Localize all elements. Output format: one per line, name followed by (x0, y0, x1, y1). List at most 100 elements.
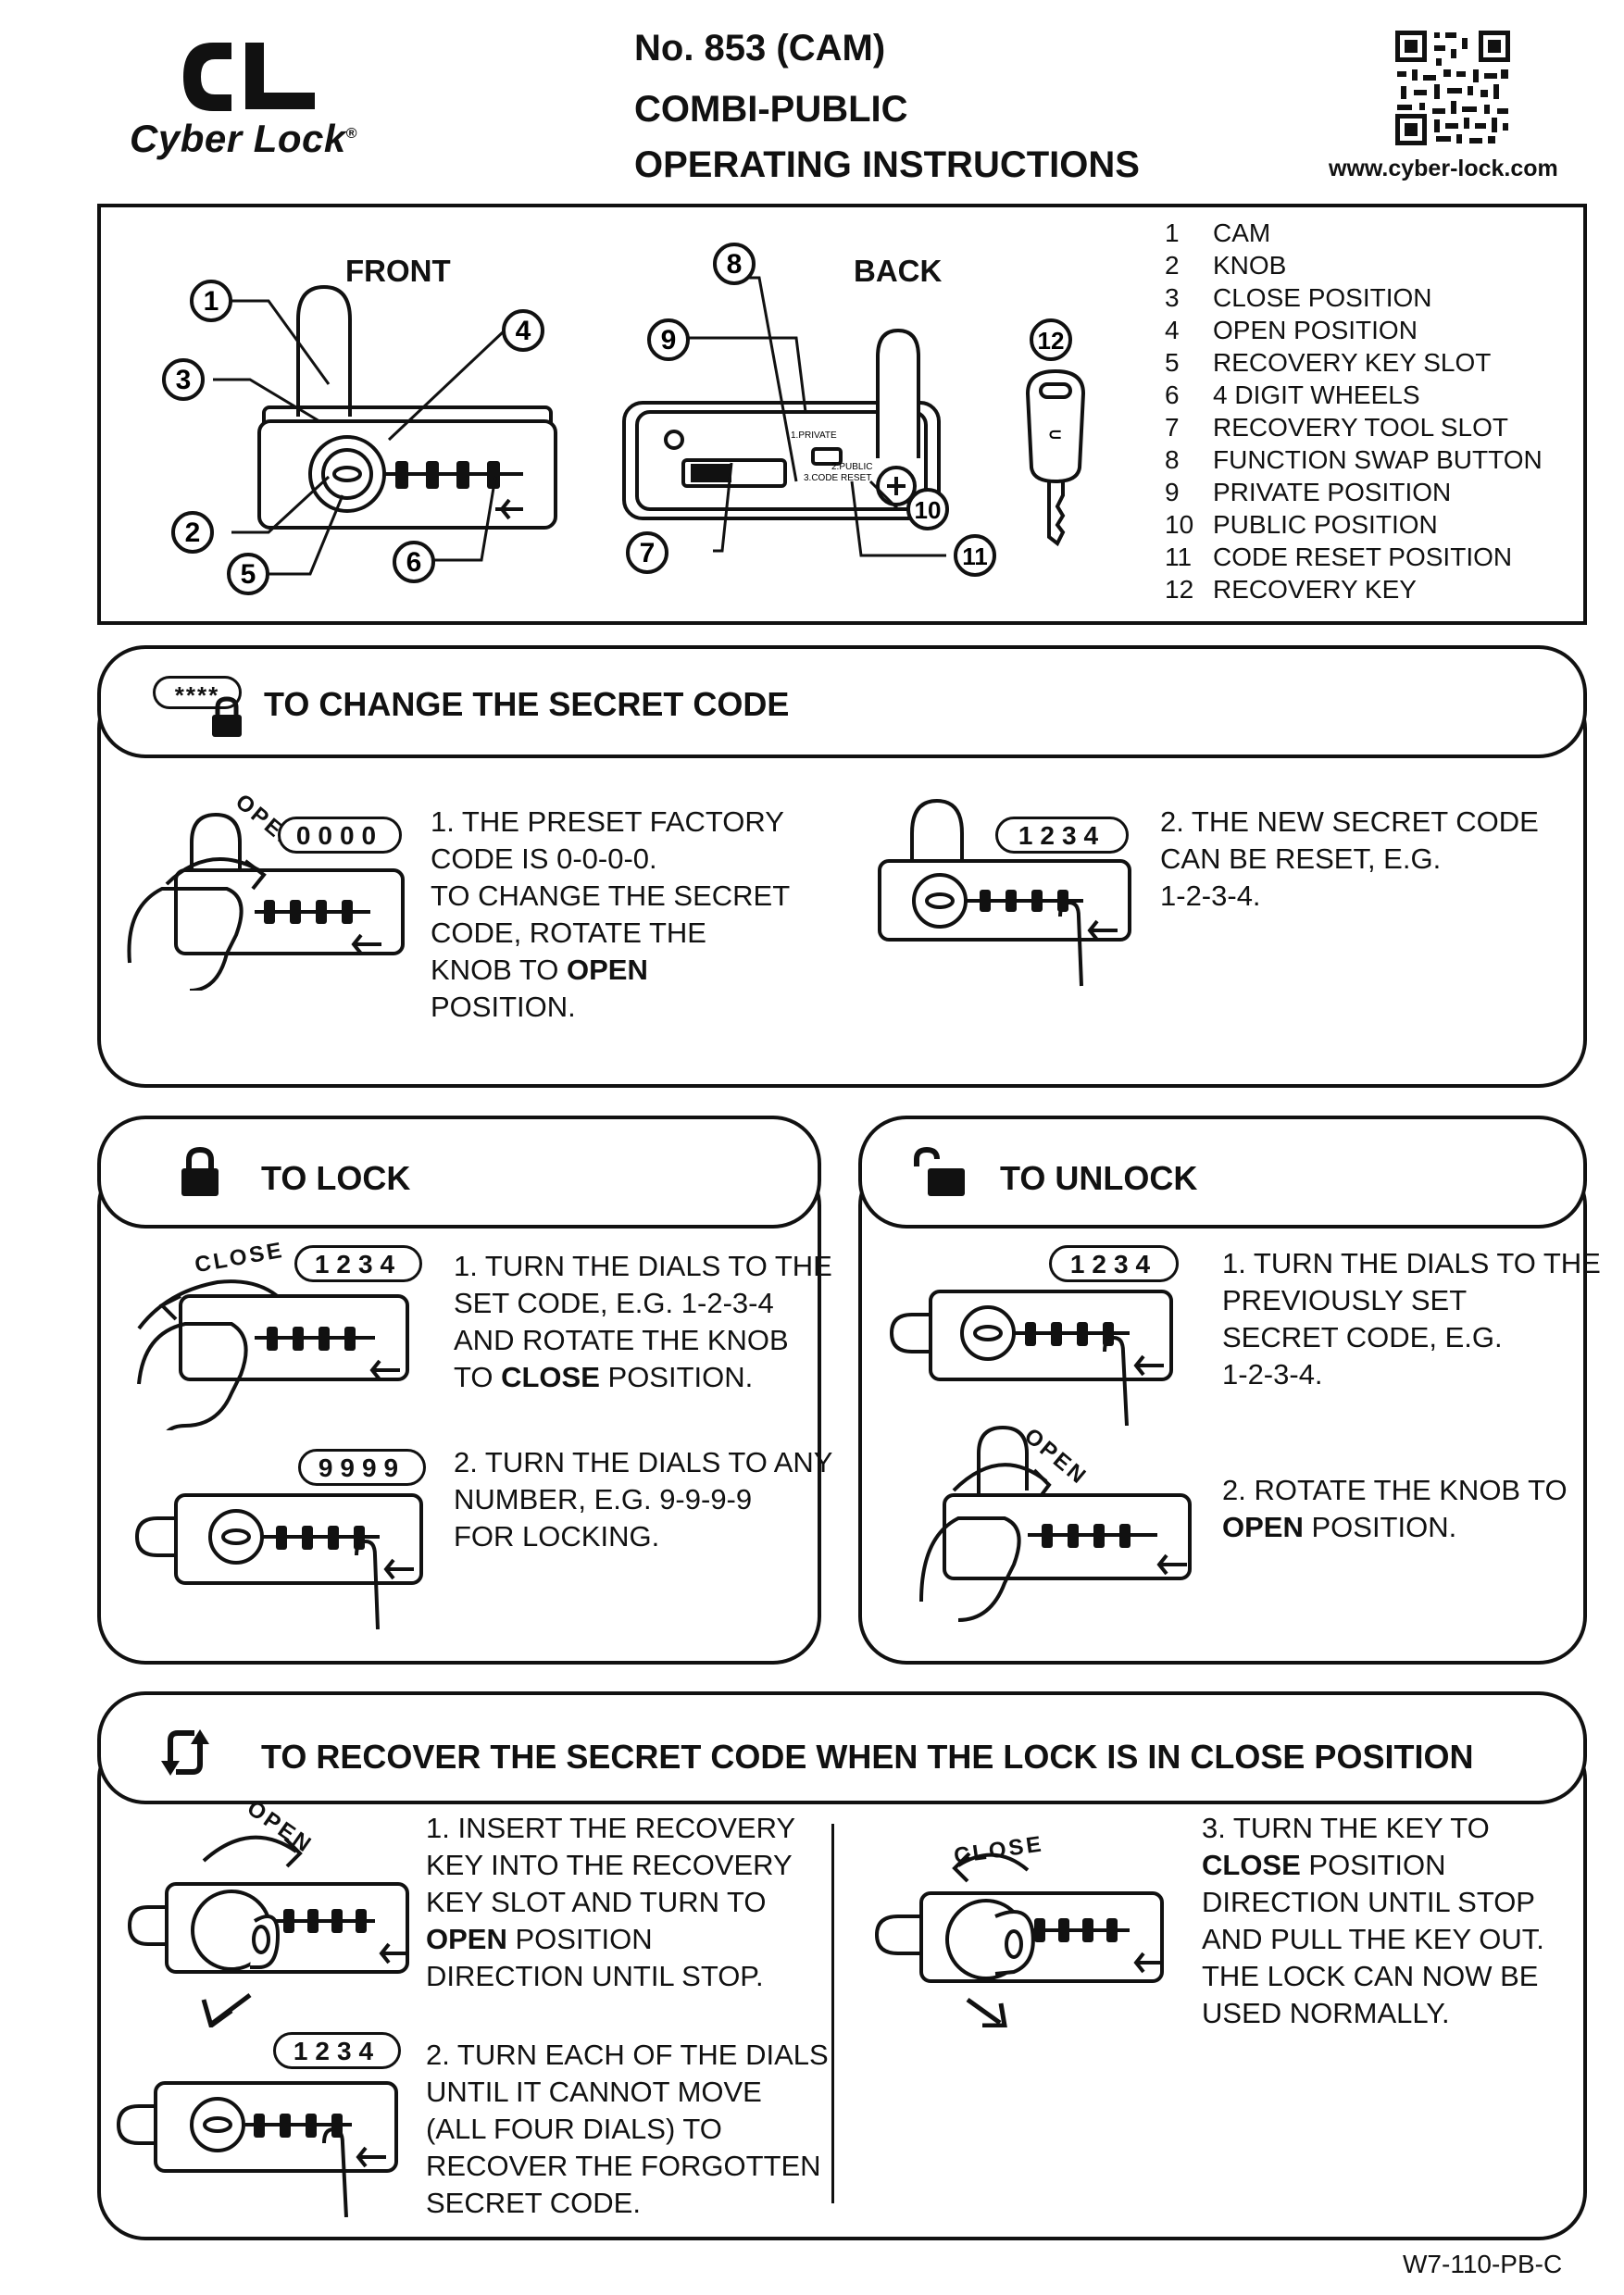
legend-number: 1 (1165, 218, 1180, 247)
recover-step1-b: POSITION DIRECTION UNTIL STOP. (426, 1923, 764, 1992)
callout-number: 9 (661, 325, 677, 355)
change-code-step1-illustration (127, 812, 405, 991)
legend-label: PRIVATE POSITION (1213, 478, 1452, 506)
callout-10: 10 (906, 488, 949, 530)
legend-label: RECOVERY KEY SLOT (1213, 348, 1492, 377)
legend-item: 10 PUBLIC POSITION (1165, 508, 1543, 541)
back-label: BACK (854, 254, 943, 288)
callout-number: 12 (1038, 327, 1065, 355)
unlock-code-dials: 1234 (1049, 1245, 1179, 1282)
lock-title: TO LOCK (261, 1159, 411, 1197)
legend-number: 2 (1165, 251, 1180, 280)
legend-label: CAM (1213, 218, 1271, 247)
legend-number: 12 (1165, 575, 1194, 604)
callout-number: 7 (640, 538, 656, 568)
recovery-key-illustration: ⊂ (1025, 368, 1086, 547)
website-url: www.cyber-lock.com (1329, 156, 1558, 181)
lock-step2-illustration (134, 1493, 423, 1629)
recover-header (97, 1691, 1587, 1804)
unlock-step1-text: 1. TURN THE DIALS TO THE PREVIOUSLY SET … (1222, 1247, 1601, 1391)
legend-label: CODE RESET POSITION (1213, 543, 1513, 571)
cyber-lock-logo-mark (183, 43, 315, 111)
unlock-step2-b: POSITION. (1303, 1511, 1457, 1543)
recover-step1-a: 1. INSERT THE RECOVERY KEY INTO THE RECO… (426, 1812, 796, 1918)
recover-step1-illustration (127, 1835, 409, 2027)
change-code-step1-bold: OPEN (567, 954, 648, 986)
legend-label: OPEN POSITION (1213, 316, 1418, 344)
lock-step2-text: 2. TURN THE DIALS TO ANY NUMBER, E.G. 9-… (454, 1446, 833, 1553)
legend-number: 10 (1165, 510, 1194, 539)
lock-step1-bold: CLOSE (501, 1361, 600, 1393)
callout-8: 8 (713, 243, 756, 285)
lock-step1-illustration (137, 1279, 409, 1430)
change-code-title: TO CHANGE THE SECRET CODE (264, 685, 790, 723)
back-reset-mark: 3.CODE RESET (804, 473, 871, 483)
callout-number: 11 (962, 543, 988, 570)
legend-number: 6 (1165, 380, 1180, 409)
recover-step2-illustration (116, 2081, 398, 2217)
front-lock-illustration (257, 284, 557, 530)
change-code-new-dials: 1234 (995, 817, 1129, 854)
unlock-step2-text: 2. ROTATE THE KNOB TO OPEN POSITION. (1222, 1472, 1568, 1546)
open-padlock-icon (914, 1146, 965, 1196)
change-code-step2-illustration (878, 798, 1131, 987)
callout-3: 3 (162, 358, 205, 401)
model-number: No. 853 (CAM) (634, 28, 886, 69)
callout-number: 6 (406, 547, 422, 578)
recover-cycle-icon (161, 1729, 209, 1776)
callout-number: 10 (915, 496, 942, 524)
svg-text:⊂: ⊂ (1048, 425, 1062, 443)
recover-step1-text: 1. INSERT THE RECOVERY KEY INTO THE RECO… (426, 1810, 795, 1995)
callout-11: 11 (954, 534, 996, 577)
callout-number: 2 (185, 518, 201, 548)
recover-step3-text: 3. TURN THE KEY TO CLOSE POSITION DIRECT… (1202, 1810, 1544, 2032)
recover-step3-b: POSITION DIRECTION UNTIL STOP AND PULL T… (1202, 1849, 1544, 2029)
callout-number: 3 (176, 365, 192, 395)
legend-item: 2 KNOB (1165, 249, 1543, 281)
legend-label: PUBLIC POSITION (1213, 510, 1438, 539)
legend-number: 9 (1165, 478, 1180, 506)
legend-number: 7 (1165, 413, 1180, 442)
callout-number: 1 (204, 286, 219, 317)
unlock-step2-a: 2. ROTATE THE KNOB TO (1222, 1474, 1568, 1506)
product-subtitle: COMBI-PUBLIC (634, 89, 908, 130)
legend-label: 4 DIGIT WHEELS (1213, 380, 1420, 409)
front-label: FRONT (345, 254, 451, 288)
change-code-step1-b: POSITION. (431, 991, 576, 1023)
brand-reg-mark: ® (345, 126, 358, 142)
legend-item: 3 CLOSE POSITION (1165, 281, 1543, 314)
legend-number: 4 (1165, 316, 1180, 344)
masked-code-icon: **** (153, 676, 242, 709)
callout-9: 9 (647, 318, 690, 361)
callout-5: 5 (227, 553, 269, 595)
unlock-step2-bold: OPEN (1222, 1511, 1304, 1543)
callout-7: 7 (626, 531, 668, 574)
callout-12: 12 (1030, 318, 1072, 361)
legend-label: RECOVERY KEY (1213, 575, 1417, 604)
legend-item: 4 OPEN POSITION (1165, 314, 1543, 346)
legend-label: CLOSE POSITION (1213, 283, 1432, 312)
recover-step2-text: 2. TURN EACH OF THE DIALS UNTIL IT CANNO… (426, 2039, 829, 2219)
callout-4: 4 (502, 309, 544, 352)
lock-set-code-dials: 1234 (294, 1245, 422, 1282)
closed-padlock-icon (181, 1146, 219, 1196)
change-code-icon: **** (153, 676, 242, 737)
recover-title: TO RECOVER THE SECRET CODE WHEN THE LOCK… (261, 1738, 1474, 1776)
legend-number: 11 (1165, 543, 1193, 571)
legend-item: 11 CODE RESET POSITION (1165, 541, 1543, 573)
lock-step1-a: 1. TURN THE DIALS TO THE SET CODE, E.G. … (454, 1250, 832, 1393)
change-code-step1-a: 1. THE PRESET FACTORY CODE IS 0-0-0-0. T… (431, 805, 791, 986)
unlock-step1-illustration (889, 1290, 1173, 1426)
legend-number: 3 (1165, 283, 1180, 312)
legend-label: KNOB (1213, 251, 1287, 280)
recover-step3-a: 3. TURN THE KEY TO (1202, 1812, 1490, 1844)
back-public-mark: 2.PUBLIC (831, 462, 872, 472)
lock-random-dials: 9999 (298, 1449, 426, 1486)
legend-item: 12 RECOVERY KEY (1165, 573, 1543, 605)
legend-number: 8 (1165, 445, 1180, 474)
